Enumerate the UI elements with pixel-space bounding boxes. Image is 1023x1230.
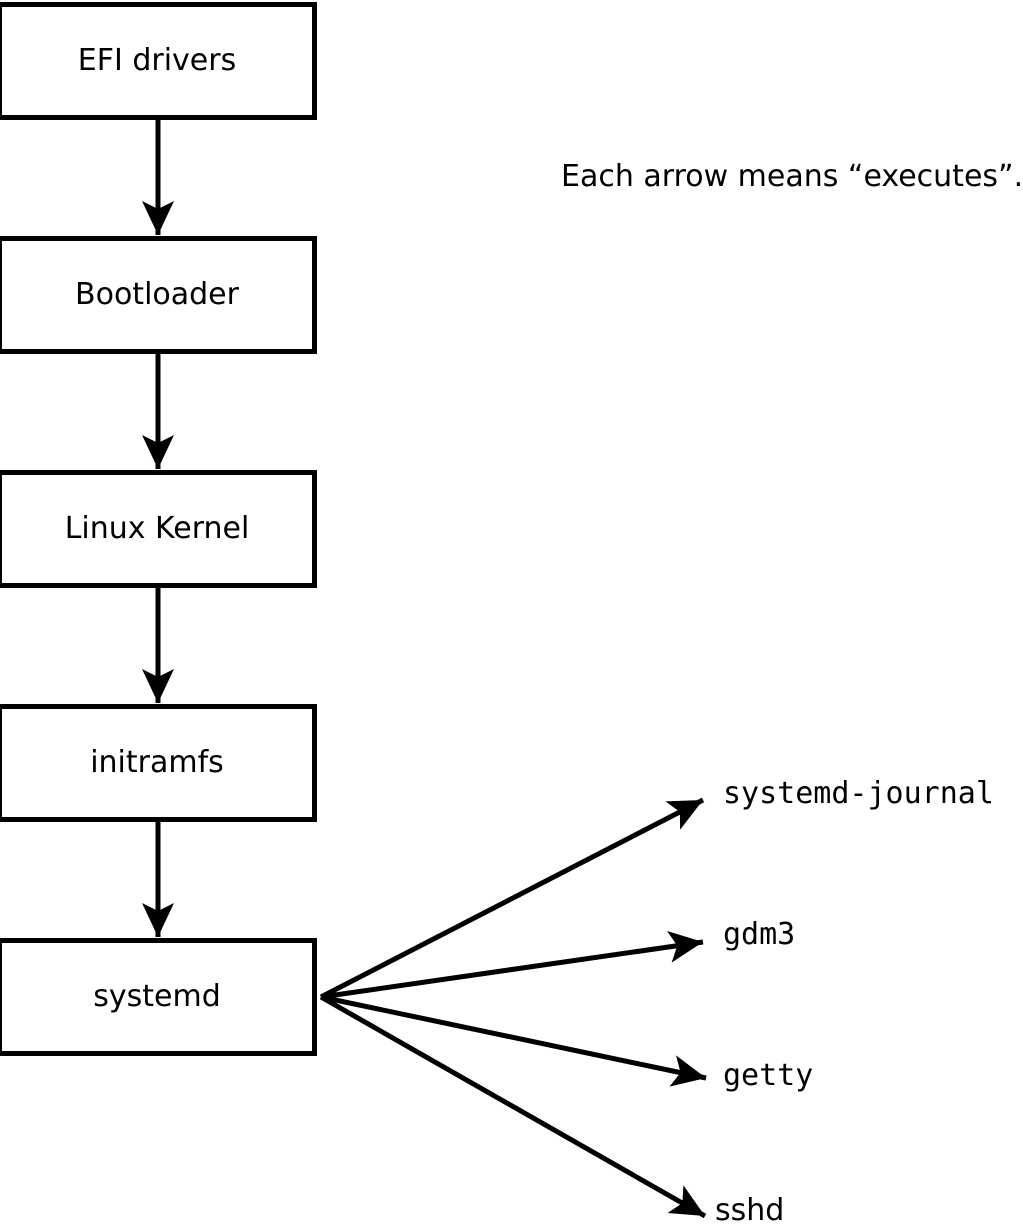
box-linux-kernel-label: Linux Kernel <box>64 511 250 546</box>
box-bootloader-label: Bootloader <box>75 277 239 312</box>
arrow-systemd-to-gdm3 <box>320 931 704 1000</box>
box-systemd-label: systemd <box>93 979 221 1014</box>
box-initramfs-label: initramfs <box>90 745 224 780</box>
box-efi-drivers: EFI drivers <box>0 2 317 120</box>
label-systemd-journal: systemd-journal <box>723 776 994 811</box>
box-efi-drivers-label: EFI drivers <box>77 43 237 78</box>
box-linux-kernel: Linux Kernel <box>0 470 317 588</box>
arrow-systemd-to-systemd-journal <box>319 797 705 1000</box>
box-initramfs: initramfs <box>0 704 317 822</box>
arrow-systemd-to-getty <box>320 994 707 1087</box>
box-systemd: systemd <box>0 938 317 1056</box>
label-getty: getty <box>723 1058 814 1093</box>
legend-note: Each arrow means “executes”. <box>561 159 1023 194</box>
box-bootloader: Bootloader <box>0 236 317 354</box>
label-gdm3: gdm3 <box>723 917 796 952</box>
arrow-systemd-to-sshd <box>319 994 707 1219</box>
label-sshd: sshd <box>715 1193 785 1228</box>
